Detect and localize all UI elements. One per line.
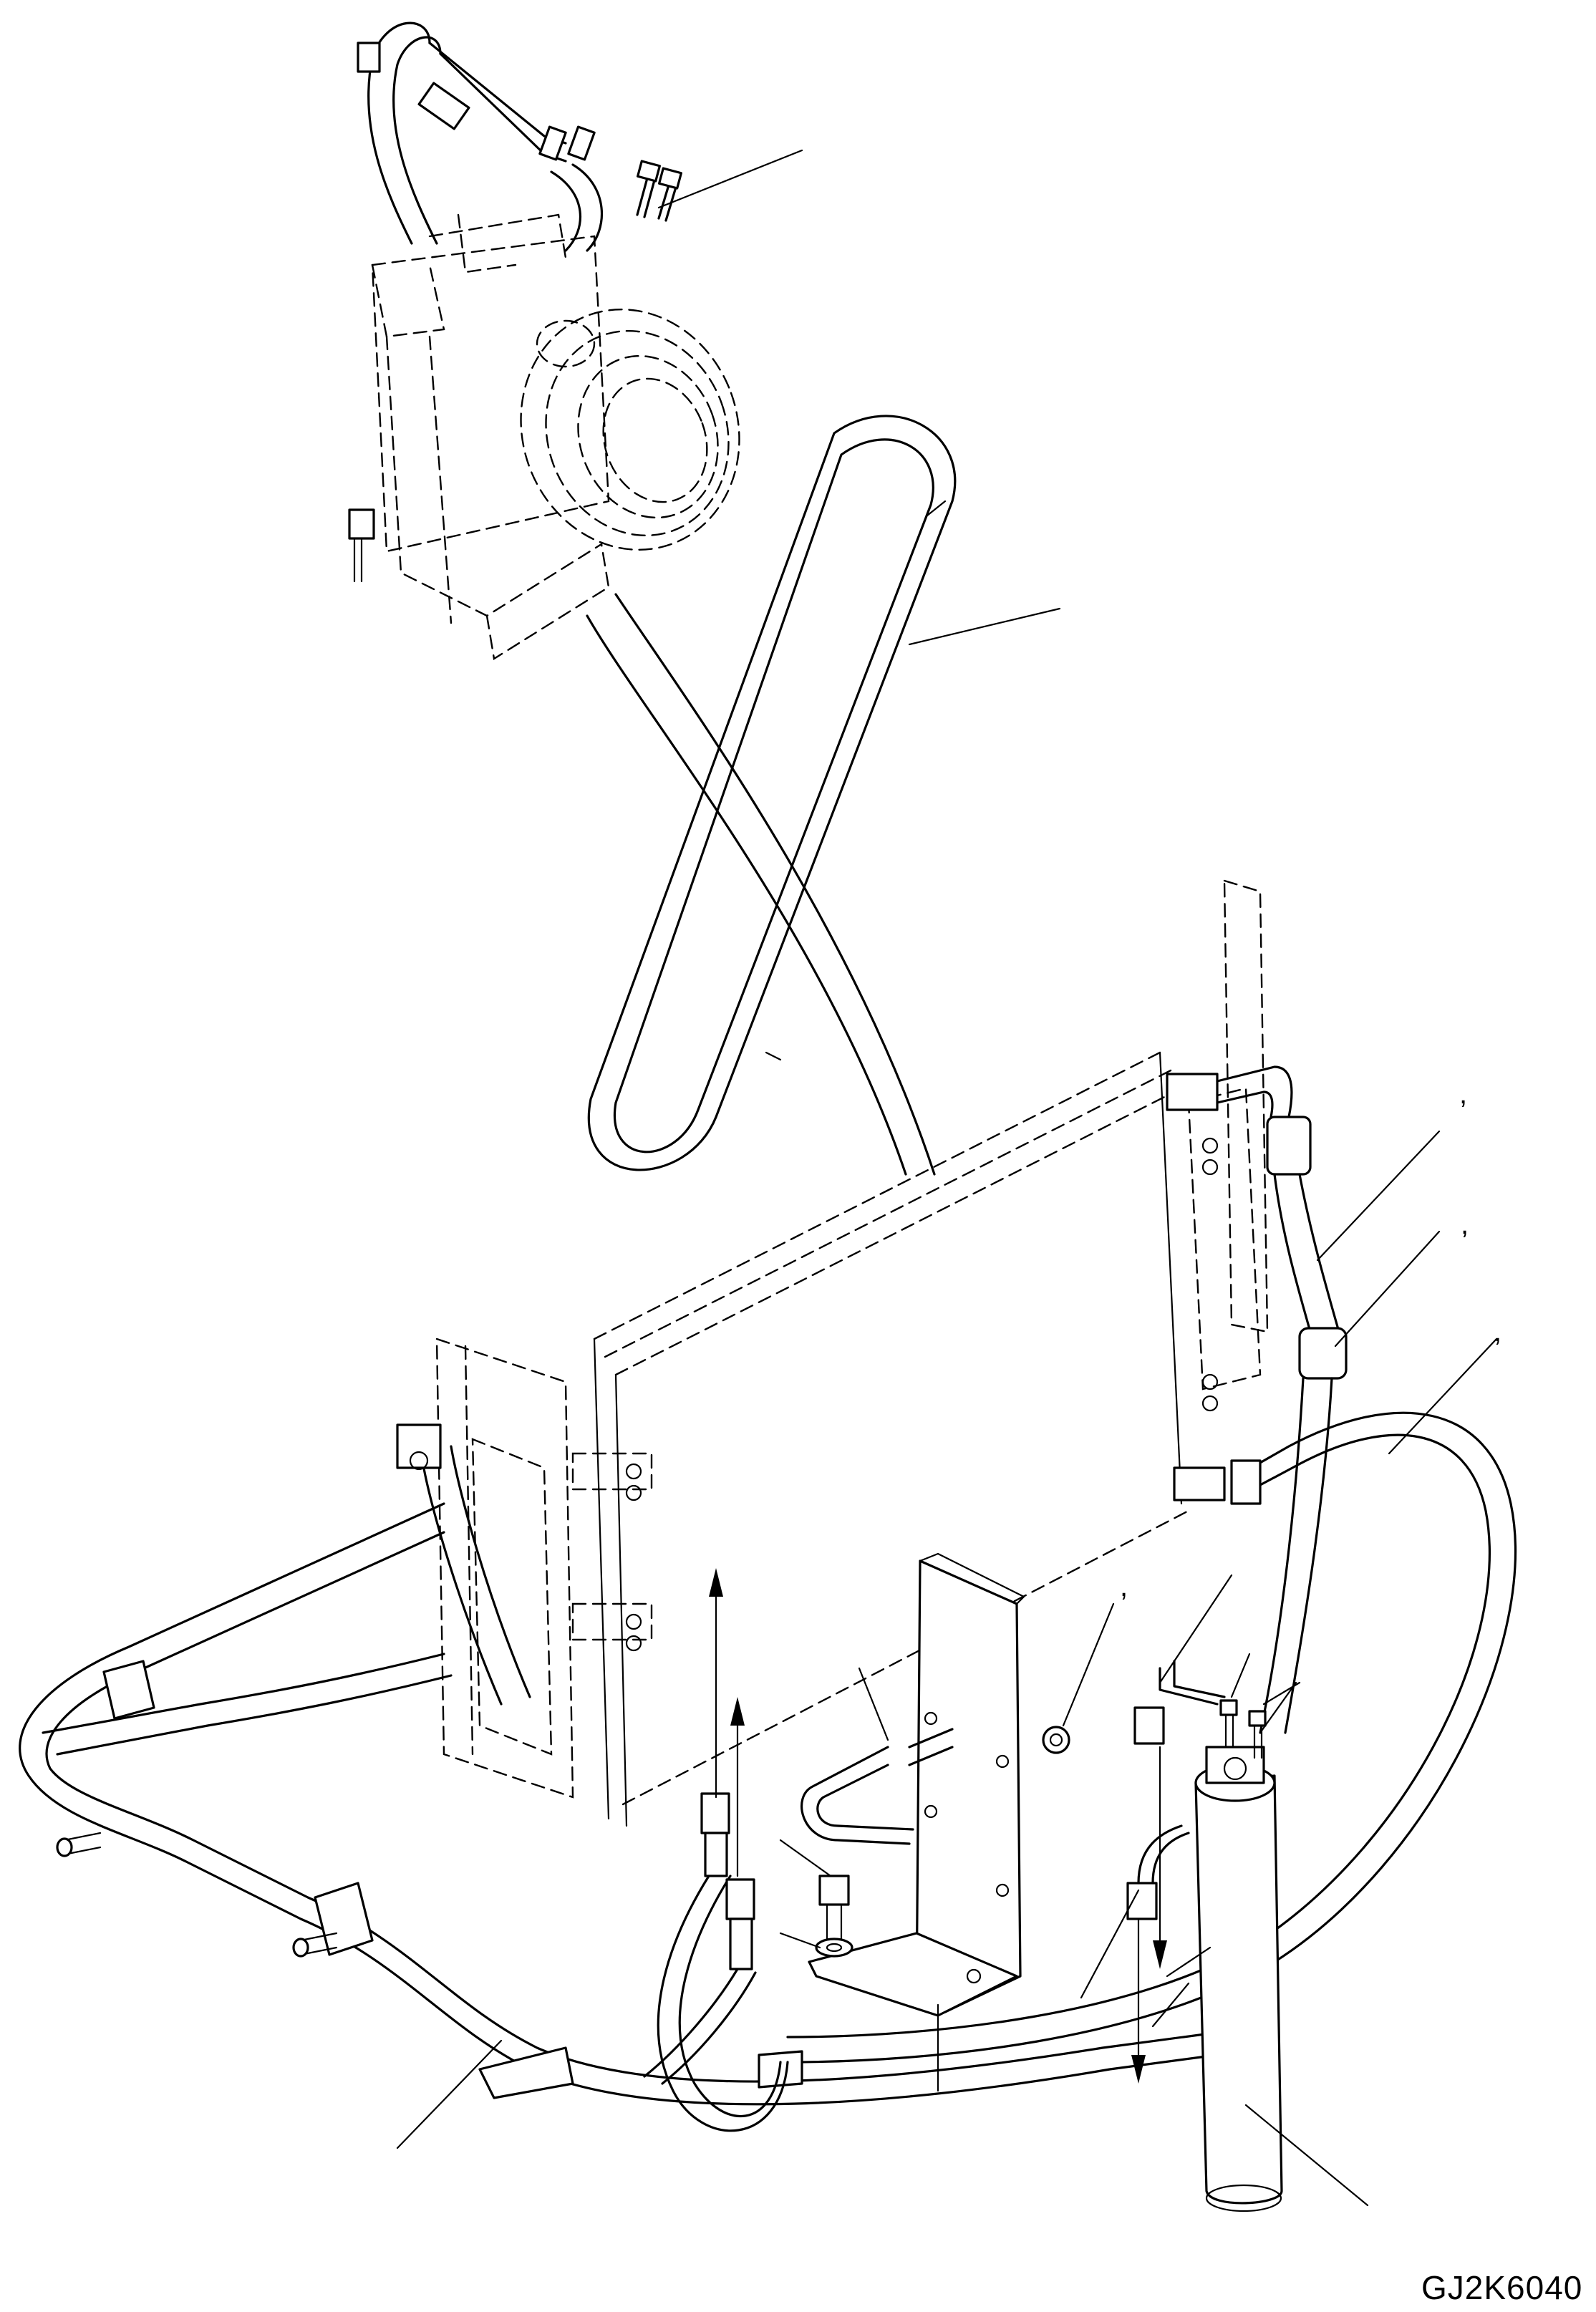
drier-bolts	[1042, 1699, 1267, 1759]
bracket-bolt	[815, 1875, 853, 1958]
callout-mark: ,	[1461, 1209, 1469, 1240]
drawing-code: GJ2K6040	[1421, 2269, 1583, 2306]
flexible-hoses	[643, 1792, 789, 2132]
receiver-drier	[1126, 1660, 1283, 2212]
condenser-outlet-hoses	[786, 1065, 1517, 2064]
leader-lines	[396, 149, 1498, 2207]
compressor-bolts	[636, 160, 683, 222]
callout-mark: ,	[1459, 1078, 1468, 1110]
direction-arrows	[709, 1568, 1167, 2084]
drier-mounting-bracket	[808, 1552, 1025, 2017]
lower-pipe-assembly	[19, 1423, 1219, 2106]
v-belt	[586, 415, 957, 1176]
compressor	[348, 213, 740, 660]
condenser	[435, 879, 1269, 1827]
callout-mark: ,	[1494, 1316, 1502, 1348]
callout-mark: ,	[1120, 1571, 1128, 1602]
compressor-hoses	[357, 21, 604, 252]
u-bolt	[801, 1728, 954, 1845]
